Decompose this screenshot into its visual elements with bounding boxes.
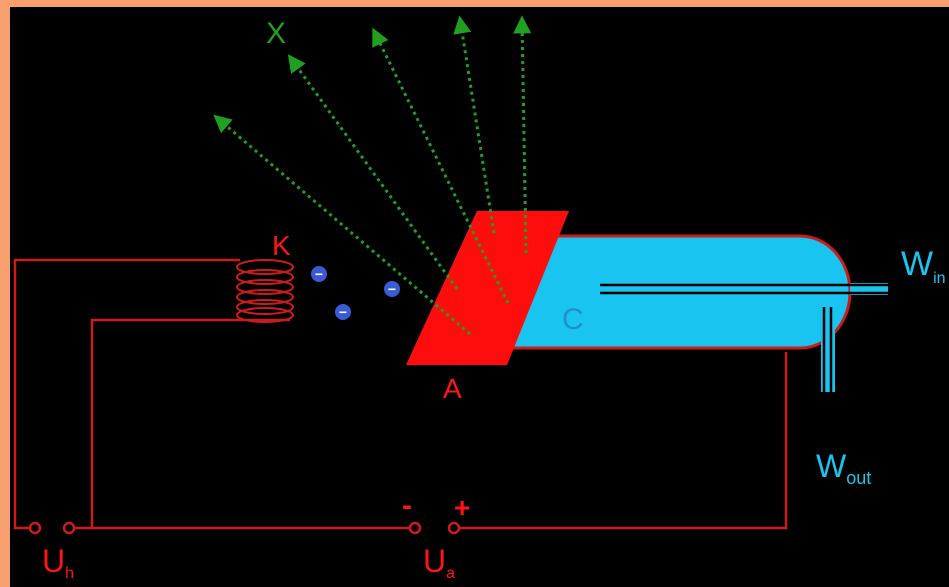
label-plus: +	[454, 492, 470, 523]
svg-text:−: −	[339, 304, 347, 320]
xray-arrow-3	[372, 27, 510, 304]
heater-wire-top	[13, 258, 240, 530]
heater-terminal-right	[62, 521, 76, 535]
accel-terminal-plus	[447, 521, 461, 535]
cathode-coil	[236, 259, 294, 323]
heater-wire-bottom	[74, 318, 290, 530]
label-water-out: Wout	[816, 448, 871, 488]
xray-tube-diagram: − − − X K A C Win Wout Uh Ua - +	[13, 15, 946, 582]
water-pipes	[600, 283, 888, 295]
xray-arrow-4	[453, 15, 496, 234]
label-cathode: K	[272, 230, 291, 261]
svg-text:−: −	[388, 281, 396, 297]
label-minus: -	[402, 489, 412, 522]
heater-terminal-left	[28, 521, 42, 535]
label-coolant-channel: C	[562, 303, 584, 336]
anode-target	[406, 211, 569, 365]
terminals	[28, 521, 461, 535]
electron-2: −	[335, 304, 351, 320]
electron-1: −	[311, 266, 327, 282]
label-accel-voltage: Ua	[423, 543, 455, 582]
xray-arrows	[213, 15, 532, 336]
svg-text:−: −	[315, 266, 323, 282]
accel-terminal-minus	[408, 521, 422, 535]
label-anode: A	[443, 373, 462, 404]
label-x-ray: X	[266, 17, 286, 50]
circuit-wires	[13, 258, 788, 530]
label-heater-voltage: Uh	[42, 543, 74, 582]
electrons: − − −	[311, 266, 400, 320]
xray-arrow-2	[287, 54, 459, 290]
diagram-frame: − − − X K A C Win Wout Uh Ua - +	[10, 7, 949, 587]
anode-to-plus-wire	[459, 352, 788, 530]
electron-3: −	[384, 281, 400, 297]
label-water-in: Win	[901, 245, 946, 287]
